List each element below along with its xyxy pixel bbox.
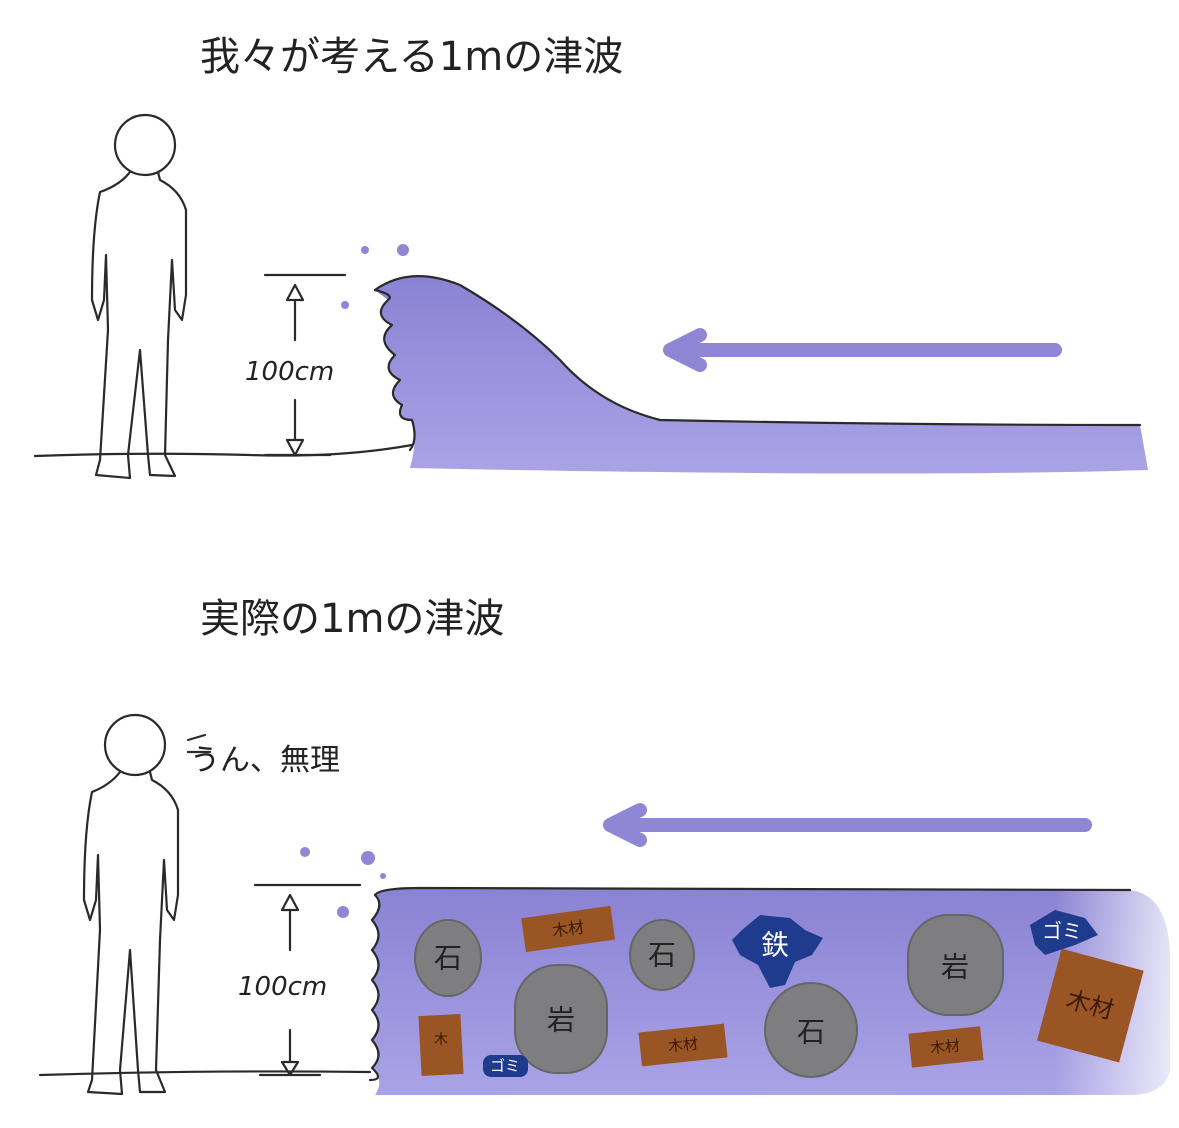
- stone: 石: [414, 919, 482, 997]
- wave-small: [341, 244, 1148, 474]
- wood-label: 木材: [667, 1034, 699, 1055]
- height-marker: 100cm: [245, 273, 347, 457]
- wood-label: 木材: [551, 917, 585, 940]
- trash-label: ゴミ: [490, 1057, 520, 1075]
- bottom-title: 実際の1mの津波: [200, 596, 504, 642]
- wood: 木材: [521, 905, 616, 953]
- bottom-panel: 実際の1mの津波 うん、無理 100cm 石: [38, 596, 1175, 1100]
- arrow-left-icon: [603, 803, 1092, 847]
- height-label: 100cm: [238, 972, 327, 1002]
- trash: ゴミ: [483, 1055, 528, 1077]
- stone: 石: [629, 919, 695, 991]
- rock: 岩: [907, 914, 1004, 1016]
- trash: ゴミ: [1030, 910, 1098, 955]
- wood-label: 木: [434, 1032, 448, 1048]
- person-icon: [90, 113, 188, 480]
- top-title: 我々が考える1mの津波: [200, 34, 623, 80]
- arrow-left-icon: [663, 328, 1062, 372]
- iron-label: 鉄: [761, 929, 789, 962]
- stone-label: 石: [434, 942, 462, 975]
- iron: 鉄: [732, 915, 823, 988]
- stone: 石: [764, 982, 858, 1078]
- stone-label: 石: [648, 939, 676, 972]
- wood: 木材: [908, 1026, 984, 1068]
- speech-lines: [186, 733, 212, 754]
- person-icon: [82, 713, 180, 1096]
- ground-line: [33, 443, 414, 458]
- trash-label: ゴミ: [1042, 919, 1082, 943]
- wood: 木材: [1037, 948, 1144, 1063]
- stone-label: 石: [797, 1016, 825, 1049]
- height-label: 100cm: [245, 357, 334, 387]
- ground-line: [38, 1070, 372, 1077]
- speech-text: うん、無理: [190, 743, 340, 778]
- wood-label: 木材: [929, 1036, 961, 1057]
- rock-label: 岩: [547, 1004, 575, 1037]
- height-marker: 100cm: [238, 883, 362, 1077]
- debris: 石 木材 石 鉄 岩 ゴミ: [414, 905, 1144, 1078]
- rock-label: 岩: [941, 951, 969, 984]
- wood: 木: [418, 1013, 464, 1077]
- rock: 岩: [514, 964, 608, 1074]
- wood: 木材: [638, 1023, 728, 1067]
- top-panel: 我々が考える1mの津波 100cm: [33, 34, 1148, 480]
